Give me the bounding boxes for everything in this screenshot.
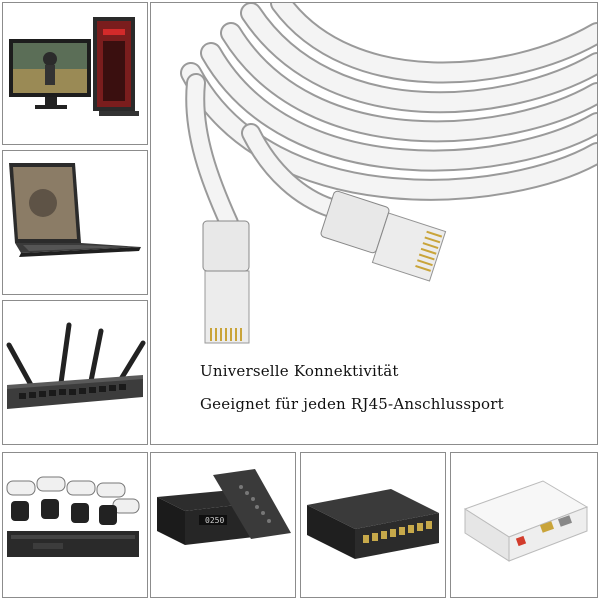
router-icon: [6, 322, 146, 409]
modem-icon: [463, 480, 589, 562]
desktop-pc-panel: [2, 2, 148, 145]
camera-panel: [2, 452, 148, 598]
router-panel: [2, 300, 148, 445]
rj45-connector-left: [202, 220, 250, 344]
caption-rj45-compatibility: Geeignet für jeden RJ45-Anschlussport: [200, 395, 504, 413]
network-switch-icon: [307, 489, 439, 559]
laptop-icon: [9, 163, 141, 257]
laptop-panel: [2, 150, 148, 295]
tvbox-panel: 0250: [150, 452, 296, 598]
switch-panel: [300, 452, 446, 598]
rj45-connector-right: [320, 190, 447, 282]
caption-universal-connectivity: Universelle Konnektivität: [200, 362, 399, 380]
modem-panel: [450, 452, 598, 598]
tv-box-icon: [157, 469, 291, 545]
security-camera-icon: [6, 476, 140, 557]
desktop-pc-icon: [9, 17, 139, 116]
flat-ethernet-cable-image: [180, 3, 597, 344]
cable-panel: [150, 2, 598, 445]
tv-box-display: 0250: [205, 516, 225, 525]
